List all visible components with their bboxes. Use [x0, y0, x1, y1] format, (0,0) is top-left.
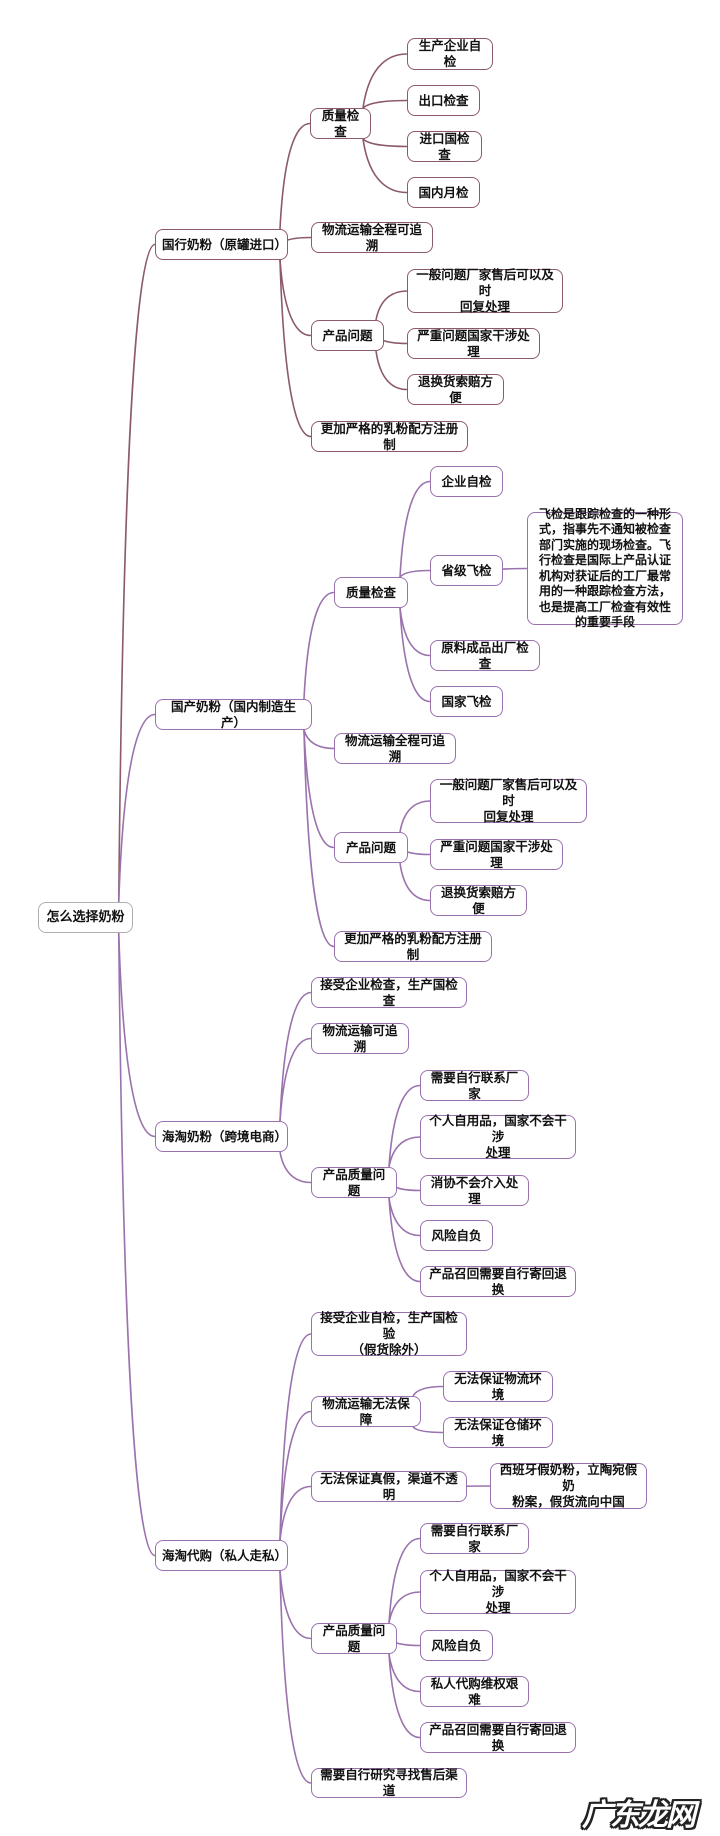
topic-node-b3p5[interactable]: 产品召回需要自行寄回退换: [420, 1266, 576, 1297]
connector-b4p: [279, 1570, 312, 1640]
connector-b3p: [279, 1151, 312, 1184]
connector-b1q: [279, 122, 311, 230]
connector-b3l: [279, 1037, 312, 1122]
topic-node-b2q2n[interactable]: 飞检是跟踪检查的一种形式，指事先不通知被检查部门实施的现场检查。飞行检查是国际上…: [527, 507, 683, 629]
topic-node-b1q[interactable]: 质量检查: [310, 108, 371, 139]
topic-node-b1q1[interactable]: 生产企业自检: [407, 38, 493, 70]
topic-node-b2q3[interactable]: 原料成品出厂检查: [430, 640, 540, 671]
topic-node-b4a[interactable]: 接受企业自检，生产国检验 （假货除外）: [311, 1310, 467, 1357]
topic-node-b1l[interactable]: 物流运输全程可追溯: [311, 222, 433, 253]
topic-node-b3l[interactable]: 物流运输可追溯: [311, 1023, 409, 1054]
topic-node-b1q2[interactable]: 出口检查: [407, 85, 480, 116]
connector-b1q4: [362, 138, 408, 194]
topic-node-b3p1[interactable]: 需要自行联系厂家: [420, 1070, 529, 1101]
connector-b2p1: [399, 800, 431, 833]
connector-b3: [117, 932, 156, 1138]
connector-b1q1: [362, 53, 408, 109]
topic-node-b1[interactable]: 国行奶粉（原罐进口）: [155, 229, 288, 260]
topic-node-b3p4[interactable]: 风险自负: [420, 1220, 493, 1251]
connector-b3p1: [388, 1084, 421, 1168]
topic-node-b1p1[interactable]: 一般问题厂家售后可以及时 回复处理: [407, 267, 563, 314]
connector-b2q2: [399, 569, 431, 578]
topic-node-b1p2[interactable]: 严重问题国家干涉处理: [407, 328, 540, 359]
connector-b4l2: [412, 1426, 444, 1434]
connector-b4a: [279, 1333, 312, 1541]
topic-node-b1q4[interactable]: 国内月检: [407, 177, 480, 208]
watermark-logo: 广东龙网: [582, 1798, 696, 1833]
connector-b4p5: [388, 1653, 421, 1739]
connector-b4: [117, 932, 156, 1557]
connector-b1p3: [375, 350, 408, 391]
connector-b3a: [279, 991, 312, 1122]
topic-node-b4p3[interactable]: 风险自负: [420, 1630, 493, 1661]
topic-node-b4p1[interactable]: 需要自行联系厂家: [420, 1523, 529, 1554]
topic-node-b3p[interactable]: 产品质量问题: [311, 1167, 397, 1198]
topic-node-b4t[interactable]: 无法保证真假，渠道不透明: [311, 1471, 467, 1502]
connector-b3p5: [388, 1197, 421, 1283]
topic-node-b2p1[interactable]: 一般问题厂家售后可以及时 回复处理: [430, 777, 587, 824]
topic-node-b2l[interactable]: 物流运输全程可追溯: [334, 733, 456, 764]
topic-node-b1p3[interactable]: 退换货索赔方便: [407, 374, 504, 405]
connector-b1r: [279, 259, 312, 438]
topic-node-b2q2[interactable]: 省级飞检: [430, 555, 503, 586]
connector-b4p1: [388, 1537, 421, 1624]
connector-b4p4: [388, 1653, 421, 1693]
topic-node-b3p2[interactable]: 个人自用品，国家不会干涉 处理: [420, 1113, 576, 1160]
connector-b1: [117, 243, 156, 903]
connector-b3p2: [388, 1136, 421, 1168]
connector-b2q: [303, 591, 335, 700]
topic-node-b2p3[interactable]: 退换货索赔方便: [430, 885, 527, 916]
topic-node-b2q[interactable]: 质量检查: [334, 577, 408, 608]
connector-b2q1: [399, 480, 431, 578]
topic-node-b2q4[interactable]: 国家飞检: [430, 686, 503, 717]
topic-node-b1q3[interactable]: 进口国检查: [407, 131, 482, 162]
connector-b1p1: [375, 290, 408, 321]
connector-b2: [117, 713, 156, 903]
topic-node-b2p[interactable]: 产品问题: [334, 832, 408, 863]
topic-node-b2q1[interactable]: 企业自检: [430, 466, 503, 497]
topic-node-b3a[interactable]: 接受企业检查，生产国检查: [311, 977, 467, 1008]
root-topic-node[interactable]: 怎么选择奶粉: [38, 902, 133, 933]
topic-node-b4l2[interactable]: 无法保证仓储环境: [443, 1417, 553, 1448]
topic-node-b2[interactable]: 国产奶粉（国内制造生产）: [155, 699, 312, 730]
connector-b2p: [303, 729, 335, 849]
topic-node-b4p4[interactable]: 私人代购维权艰难: [420, 1676, 529, 1707]
topic-node-b4r[interactable]: 需要自行研究寻找售后渠道: [311, 1767, 467, 1798]
connector-b1q2: [362, 99, 408, 109]
topic-node-b3[interactable]: 海淘奶粉（跨境电商）: [155, 1121, 288, 1152]
topic-node-b2r[interactable]: 更加严格的乳粉配方注册制: [334, 931, 492, 962]
topic-node-b4l1[interactable]: 无法保证物流环境: [443, 1371, 553, 1402]
connector-b2p3: [399, 862, 431, 902]
topic-node-b4l[interactable]: 物流运输无法保障: [311, 1396, 421, 1427]
topic-node-b3p3[interactable]: 消协不会介入处理: [420, 1175, 529, 1206]
connector-b4l1: [412, 1385, 444, 1397]
connector-b4r: [279, 1570, 312, 1784]
connector-b1p: [279, 259, 312, 337]
topic-node-b4[interactable]: 海淘代购（私人走私）: [155, 1540, 288, 1571]
topic-node-b2p2[interactable]: 严重问题国家干涉处理: [430, 839, 563, 870]
topic-node-b1r[interactable]: 更加严格的乳粉配方注册制: [311, 421, 468, 452]
topic-node-b4p[interactable]: 产品质量问题: [311, 1623, 397, 1654]
connector-b2l: [303, 729, 335, 750]
connector-b2q4: [399, 607, 431, 703]
topic-node-b4t1[interactable]: 西班牙假奶粉，立陶宛假奶 粉案，假货流向中国: [490, 1462, 647, 1509]
connector-b3p4: [388, 1197, 421, 1237]
connector-b2r: [303, 729, 335, 948]
connector-b4t: [279, 1485, 312, 1541]
topic-node-b4p2[interactable]: 个人自用品，国家不会干涉 处理: [420, 1568, 576, 1615]
connector-b4p2: [388, 1591, 421, 1624]
topic-node-b4p5[interactable]: 产品召回需要自行寄回退换: [420, 1722, 576, 1753]
connector-b2q3: [399, 607, 431, 657]
connector-b1q3: [362, 138, 408, 148]
connector-b4l: [279, 1410, 312, 1541]
topic-node-b1p[interactable]: 产品问题: [311, 320, 384, 351]
